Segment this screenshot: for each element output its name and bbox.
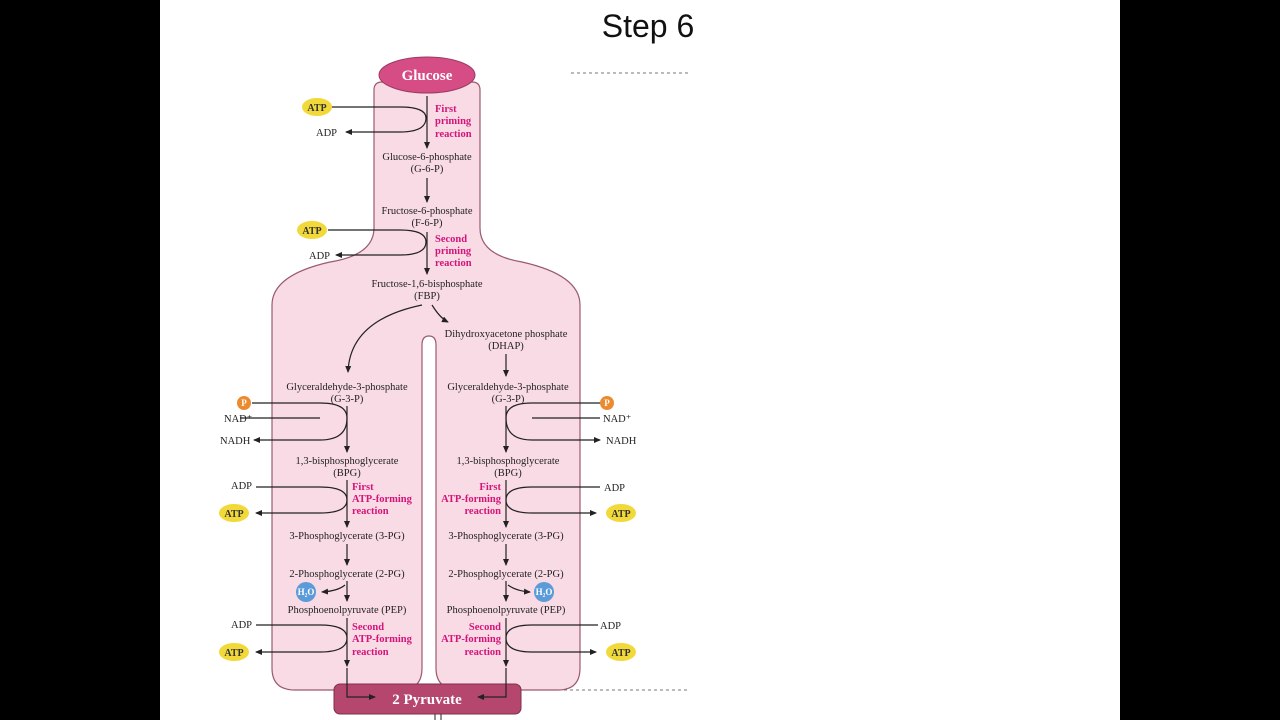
svg-text:ATP: ATP (307, 103, 326, 114)
svg-text:priming: priming (435, 116, 472, 127)
right-branch: Glyceraldehyde-3-phosphate (G-3-P) P NAD… (441, 382, 637, 667)
atp-badge-1 (302, 98, 332, 116)
svg-text:Second: Second (352, 622, 384, 633)
svg-text:3-Phosphoglycerate (3-PG): 3-Phosphoglycerate (3-PG) (289, 531, 405, 542)
svg-text:(BPG): (BPG) (494, 468, 522, 479)
svg-text:3-Phosphoglycerate (3-PG): 3-Phosphoglycerate (3-PG) (448, 531, 564, 542)
svg-text:2-Phosphoglycerate (2-PG): 2-Phosphoglycerate (2-PG) (448, 569, 564, 580)
svg-text:First: First (352, 482, 374, 493)
svg-text:Phosphoenolpyruvate (PEP): Phosphoenolpyruvate (PEP) (288, 605, 407, 616)
adp-label-2: ADP (309, 251, 330, 262)
pathway-body (271, 81, 581, 691)
svg-text:Glyceraldehyde-3-phosphate: Glyceraldehyde-3-phosphate (286, 382, 408, 393)
svg-text:Second: Second (469, 622, 501, 633)
svg-text:(FBP): (FBP) (414, 291, 440, 302)
svg-text:ATP: ATP (611, 509, 630, 520)
atp-badge-2 (297, 221, 327, 239)
svg-text:H₂O: H₂O (298, 587, 315, 597)
svg-text:Phosphoenolpyruvate (PEP): Phosphoenolpyruvate (PEP) (447, 605, 566, 616)
svg-text:NADH: NADH (606, 436, 637, 447)
water-badge-left (296, 582, 316, 602)
g6p-label: Glucose-6-phosphate (382, 152, 472, 163)
pyruvate-label: 2 Pyruvate (392, 692, 462, 708)
phosphate-badge-left (237, 396, 251, 410)
svg-text:reaction: reaction (435, 129, 472, 140)
svg-text:ATP: ATP (224, 648, 243, 659)
pyruvate-box (333, 683, 522, 715)
svg-text:ADP: ADP (231, 620, 252, 631)
atp-badge-left-1 (219, 504, 249, 522)
glucose-label: Glucose (402, 68, 453, 84)
svg-text:(G-3-P): (G-3-P) (331, 394, 364, 405)
svg-text:1,3-bisphosphoglycerate: 1,3-bisphosphoglycerate (457, 456, 560, 467)
adp-label-1: ADP (316, 128, 337, 139)
svg-text:(DHAP): (DHAP) (488, 341, 524, 352)
svg-text:(BPG): (BPG) (333, 468, 361, 479)
left-branch: Glyceraldehyde-3-phosphate (G-3-P) P NAD… (219, 382, 413, 667)
glycolysis-diagram: Glucose ATP ADP First priming reaction G… (219, 56, 688, 720)
svg-text:ADP: ADP (604, 483, 625, 494)
svg-text:Second: Second (435, 234, 467, 245)
phosphate-badge-right (600, 396, 614, 410)
svg-text:NAD⁺: NAD⁺ (224, 414, 253, 425)
atp-badge-right-1 (606, 504, 636, 522)
svg-text:reaction: reaction (435, 258, 472, 269)
svg-text:First: First (479, 482, 501, 493)
water-badge-right (534, 582, 554, 602)
atp-badge-right-2 (606, 643, 636, 661)
svg-text:ADP: ADP (600, 621, 621, 632)
glucose-oval (378, 56, 476, 94)
svg-text:ATP: ATP (302, 226, 321, 237)
svg-text:ATP-forming: ATP-forming (352, 494, 413, 505)
fbp-label: Fructose-1,6-bisphosphate (371, 279, 482, 290)
svg-text:ADP: ADP (231, 481, 252, 492)
svg-text:reaction: reaction (352, 647, 389, 658)
f6p-label: Fructose-6-phosphate (382, 206, 473, 217)
svg-text:ATP: ATP (611, 648, 630, 659)
svg-text:reaction: reaction (352, 506, 389, 517)
svg-text:reaction: reaction (464, 506, 501, 517)
svg-text:(F-6-P): (F-6-P) (412, 218, 443, 229)
svg-text:ATP-forming: ATP-forming (441, 494, 502, 505)
svg-text:(G-6-P): (G-6-P) (411, 164, 444, 175)
svg-text:NADH: NADH (220, 436, 251, 447)
svg-text:2-Phosphoglycerate (2-PG): 2-Phosphoglycerate (2-PG) (289, 569, 405, 580)
svg-text:P: P (604, 398, 610, 408)
svg-text:P: P (241, 398, 247, 408)
svg-text:Glyceraldehyde-3-phosphate: Glyceraldehyde-3-phosphate (447, 382, 569, 393)
svg-text:ATP: ATP (224, 509, 243, 520)
svg-text:ATP-forming: ATP-forming (441, 634, 502, 645)
svg-text:(G-3-P): (G-3-P) (492, 394, 525, 405)
atp-badge-left-2 (219, 643, 249, 661)
svg-text:H₂O: H₂O (536, 587, 553, 597)
svg-text:1,3-bisphosphoglycerate: 1,3-bisphosphoglycerate (296, 456, 399, 467)
slide-title: Step 6 (601, 8, 695, 44)
svg-text:NAD⁺: NAD⁺ (603, 414, 632, 425)
svg-text:First: First (435, 104, 457, 115)
svg-text:ATP-forming: ATP-forming (352, 634, 413, 645)
svg-text:priming: priming (435, 246, 472, 257)
slide: Step 6 Glucose ATP ADP F (160, 0, 1120, 720)
dhap-label: Dihydroxyacetone phosphate (445, 329, 568, 340)
svg-text:reaction: reaction (464, 647, 501, 658)
